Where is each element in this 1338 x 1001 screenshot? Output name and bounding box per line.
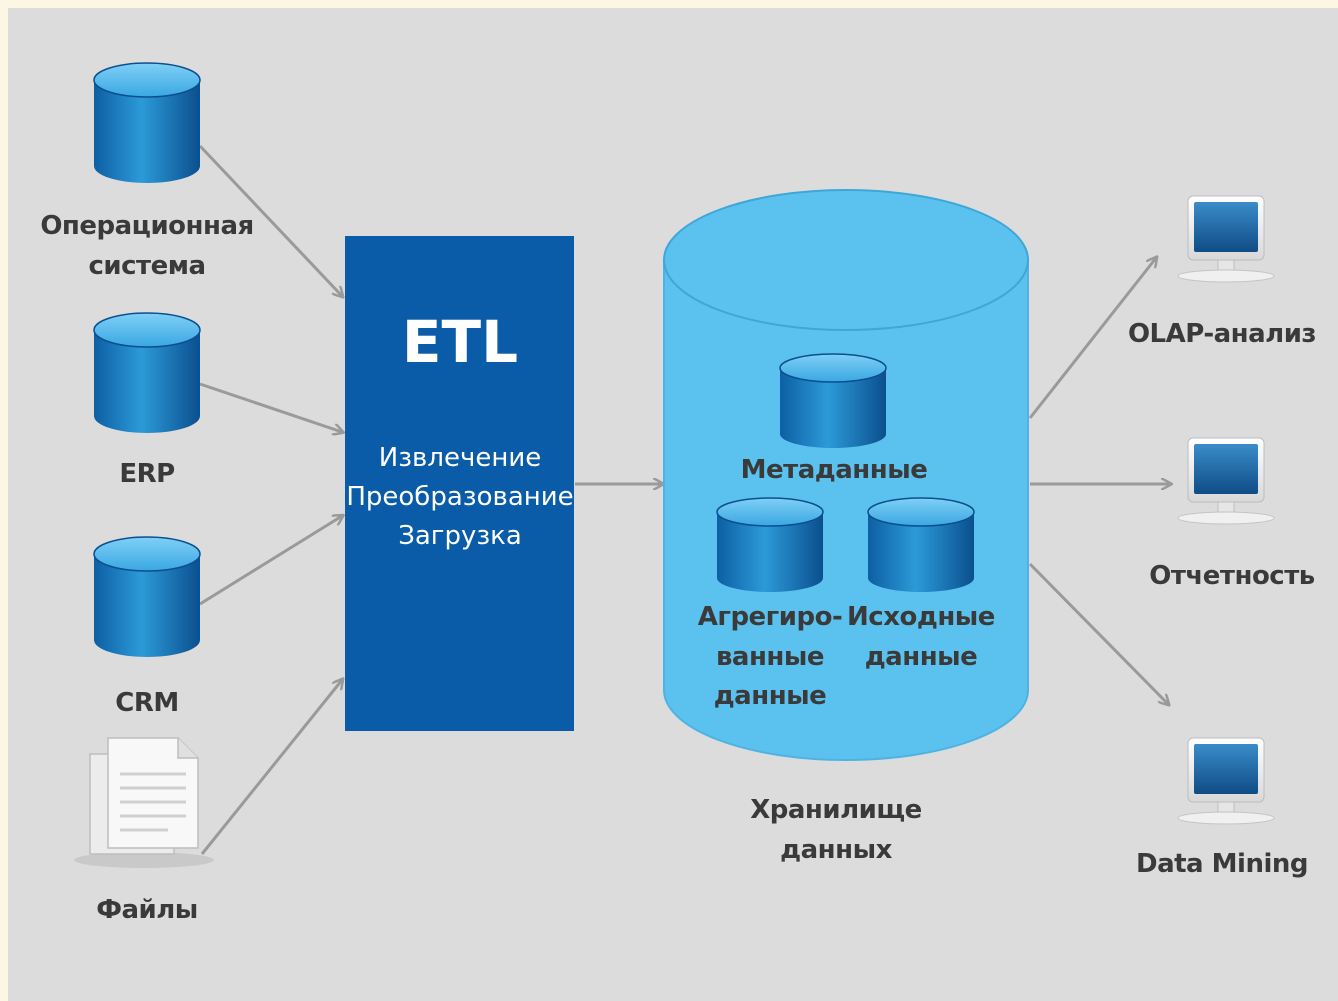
output-reports: Отчетность [1149, 437, 1315, 591]
diagram-canvas: Операционная система ERP CRM Файлы ETL И… [8, 8, 1338, 1001]
arrow-to-olap [1028, 258, 1156, 419]
raw-label-line1: Исходные [847, 602, 995, 632]
database-icon [93, 536, 201, 658]
source-files: Файлы [74, 737, 214, 925]
source-operational-system: Операционная система [40, 62, 254, 281]
output-label: Отчетность [1149, 561, 1315, 591]
source-label: ERP [119, 459, 174, 489]
files-icon [74, 737, 214, 868]
source-label: Файлы [96, 895, 198, 925]
arrow-files-to-etl [200, 680, 342, 855]
output-data-mining: Data Mining [1136, 737, 1308, 879]
output-olap: OLAP-анализ [1128, 195, 1317, 349]
output-label: OLAP-анализ [1128, 319, 1316, 349]
warehouse-label-line1: Хранилище [750, 795, 922, 825]
arrows-in [198, 144, 342, 855]
arrow-erp-to-etl [199, 382, 342, 432]
source-label-line1: Операционная [40, 211, 253, 241]
raw-db-icon [867, 497, 975, 593]
arrow-to-datamining [1028, 562, 1168, 704]
source-label-line2: система [88, 251, 205, 281]
raw-label-line2: данные [865, 642, 978, 672]
metadata-db-icon [779, 353, 887, 449]
computer-icon [1177, 195, 1275, 283]
etl-title: ETL [402, 308, 518, 376]
computer-icon [1177, 437, 1275, 525]
computer-icon [1177, 737, 1275, 825]
warehouse-top [663, 189, 1029, 331]
etl-block: ETL Извлечение Преобразование Загрузка [345, 236, 574, 731]
warehouse-label-line2: данных [780, 835, 892, 865]
metadata-label: Метаданные [741, 455, 928, 485]
source-crm: CRM [93, 536, 201, 718]
aggregated-label-line3: данные [714, 681, 827, 711]
aggregated-label-line1: Агрегиро- [698, 602, 843, 632]
database-icon [93, 312, 201, 434]
arrow-crm-to-etl [199, 516, 342, 606]
arrow-os-to-etl [198, 144, 342, 296]
warehouse-cylinder [663, 259, 1029, 761]
etl-box [345, 236, 574, 731]
aggregated-db-icon [716, 497, 824, 593]
data-warehouse: Метаданные Агрегиро- ванные данные Исход… [663, 189, 1029, 865]
source-label: CRM [115, 688, 178, 718]
etl-diagram: Операционная система ERP CRM Файлы ETL И… [40, 62, 1317, 925]
source-erp: ERP [93, 312, 201, 489]
etl-step-extract: Извлечение [379, 443, 541, 473]
aggregated-label-line2: ванные [716, 642, 824, 672]
output-label: Data Mining [1136, 849, 1308, 879]
etl-step-transform: Преобразование [346, 482, 573, 512]
etl-step-load: Загрузка [398, 521, 522, 551]
arrows-out [1028, 258, 1170, 704]
database-icon [93, 62, 201, 184]
